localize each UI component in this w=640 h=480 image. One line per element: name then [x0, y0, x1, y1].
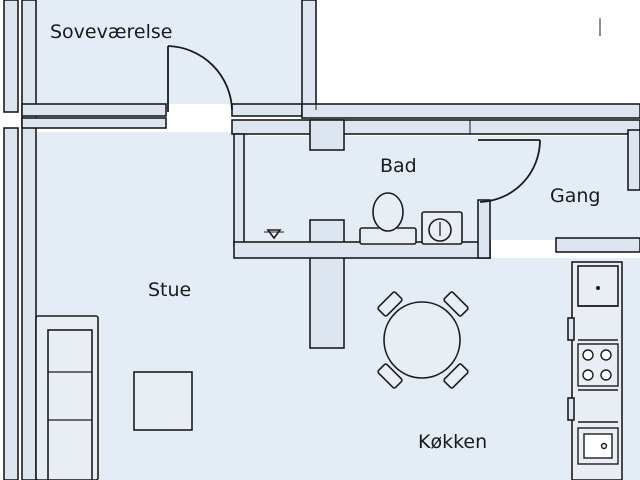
wall-hall-right — [627, 129, 640, 191]
bathroom-door — [478, 139, 541, 203]
wall-bath-right — [477, 199, 491, 259]
floor-drain — [264, 229, 284, 240]
dining-table — [383, 301, 461, 379]
wall-bedroom-bottom-right — [231, 103, 309, 117]
room-labels: Soveværelse Bad Gang Stue Køkken — [50, 21, 600, 453]
wall-left-outer-top — [3, 0, 19, 113]
wall-bath-top — [231, 119, 640, 135]
wall-bath-left — [233, 133, 245, 247]
walls — [3, 0, 640, 480]
room-label-sovevaerelse: Soveværelse — [50, 21, 172, 43]
doors — [167, 45, 541, 203]
sofa — [35, 315, 99, 480]
living-furniture — [35, 315, 193, 480]
coffee-table — [133, 371, 193, 431]
wall-bedroom-bottom-left — [21, 103, 167, 117]
wall-hall-bottom — [555, 237, 640, 253]
dining-set — [377, 291, 469, 389]
bedroom-floor — [36, 0, 302, 104]
wall-left-inner — [21, 0, 37, 480]
kitchen-sink — [577, 427, 619, 465]
wall-bedroom-bottom-ext — [21, 117, 167, 129]
bathroom-fixtures — [264, 192, 463, 245]
hall-floor — [484, 136, 640, 240]
wall-bedroom-right — [301, 0, 317, 117]
room-label-kokken: Køkken — [418, 431, 487, 453]
wall-pillar-upper — [309, 119, 345, 151]
bedroom-door — [167, 45, 233, 112]
room-label-gang: Gang — [550, 185, 600, 207]
toilet — [359, 192, 417, 245]
stove — [577, 343, 619, 387]
washbasin — [421, 211, 463, 245]
wall-left-outer-bottom — [3, 127, 19, 480]
wall-details — [315, 0, 601, 134]
room-label-bad: Bad — [380, 155, 417, 177]
room-label-stue: Stue — [148, 279, 191, 301]
wall-pillar-lower — [309, 219, 345, 349]
dining-chair — [377, 291, 469, 389]
wall-top-right — [301, 103, 640, 119]
